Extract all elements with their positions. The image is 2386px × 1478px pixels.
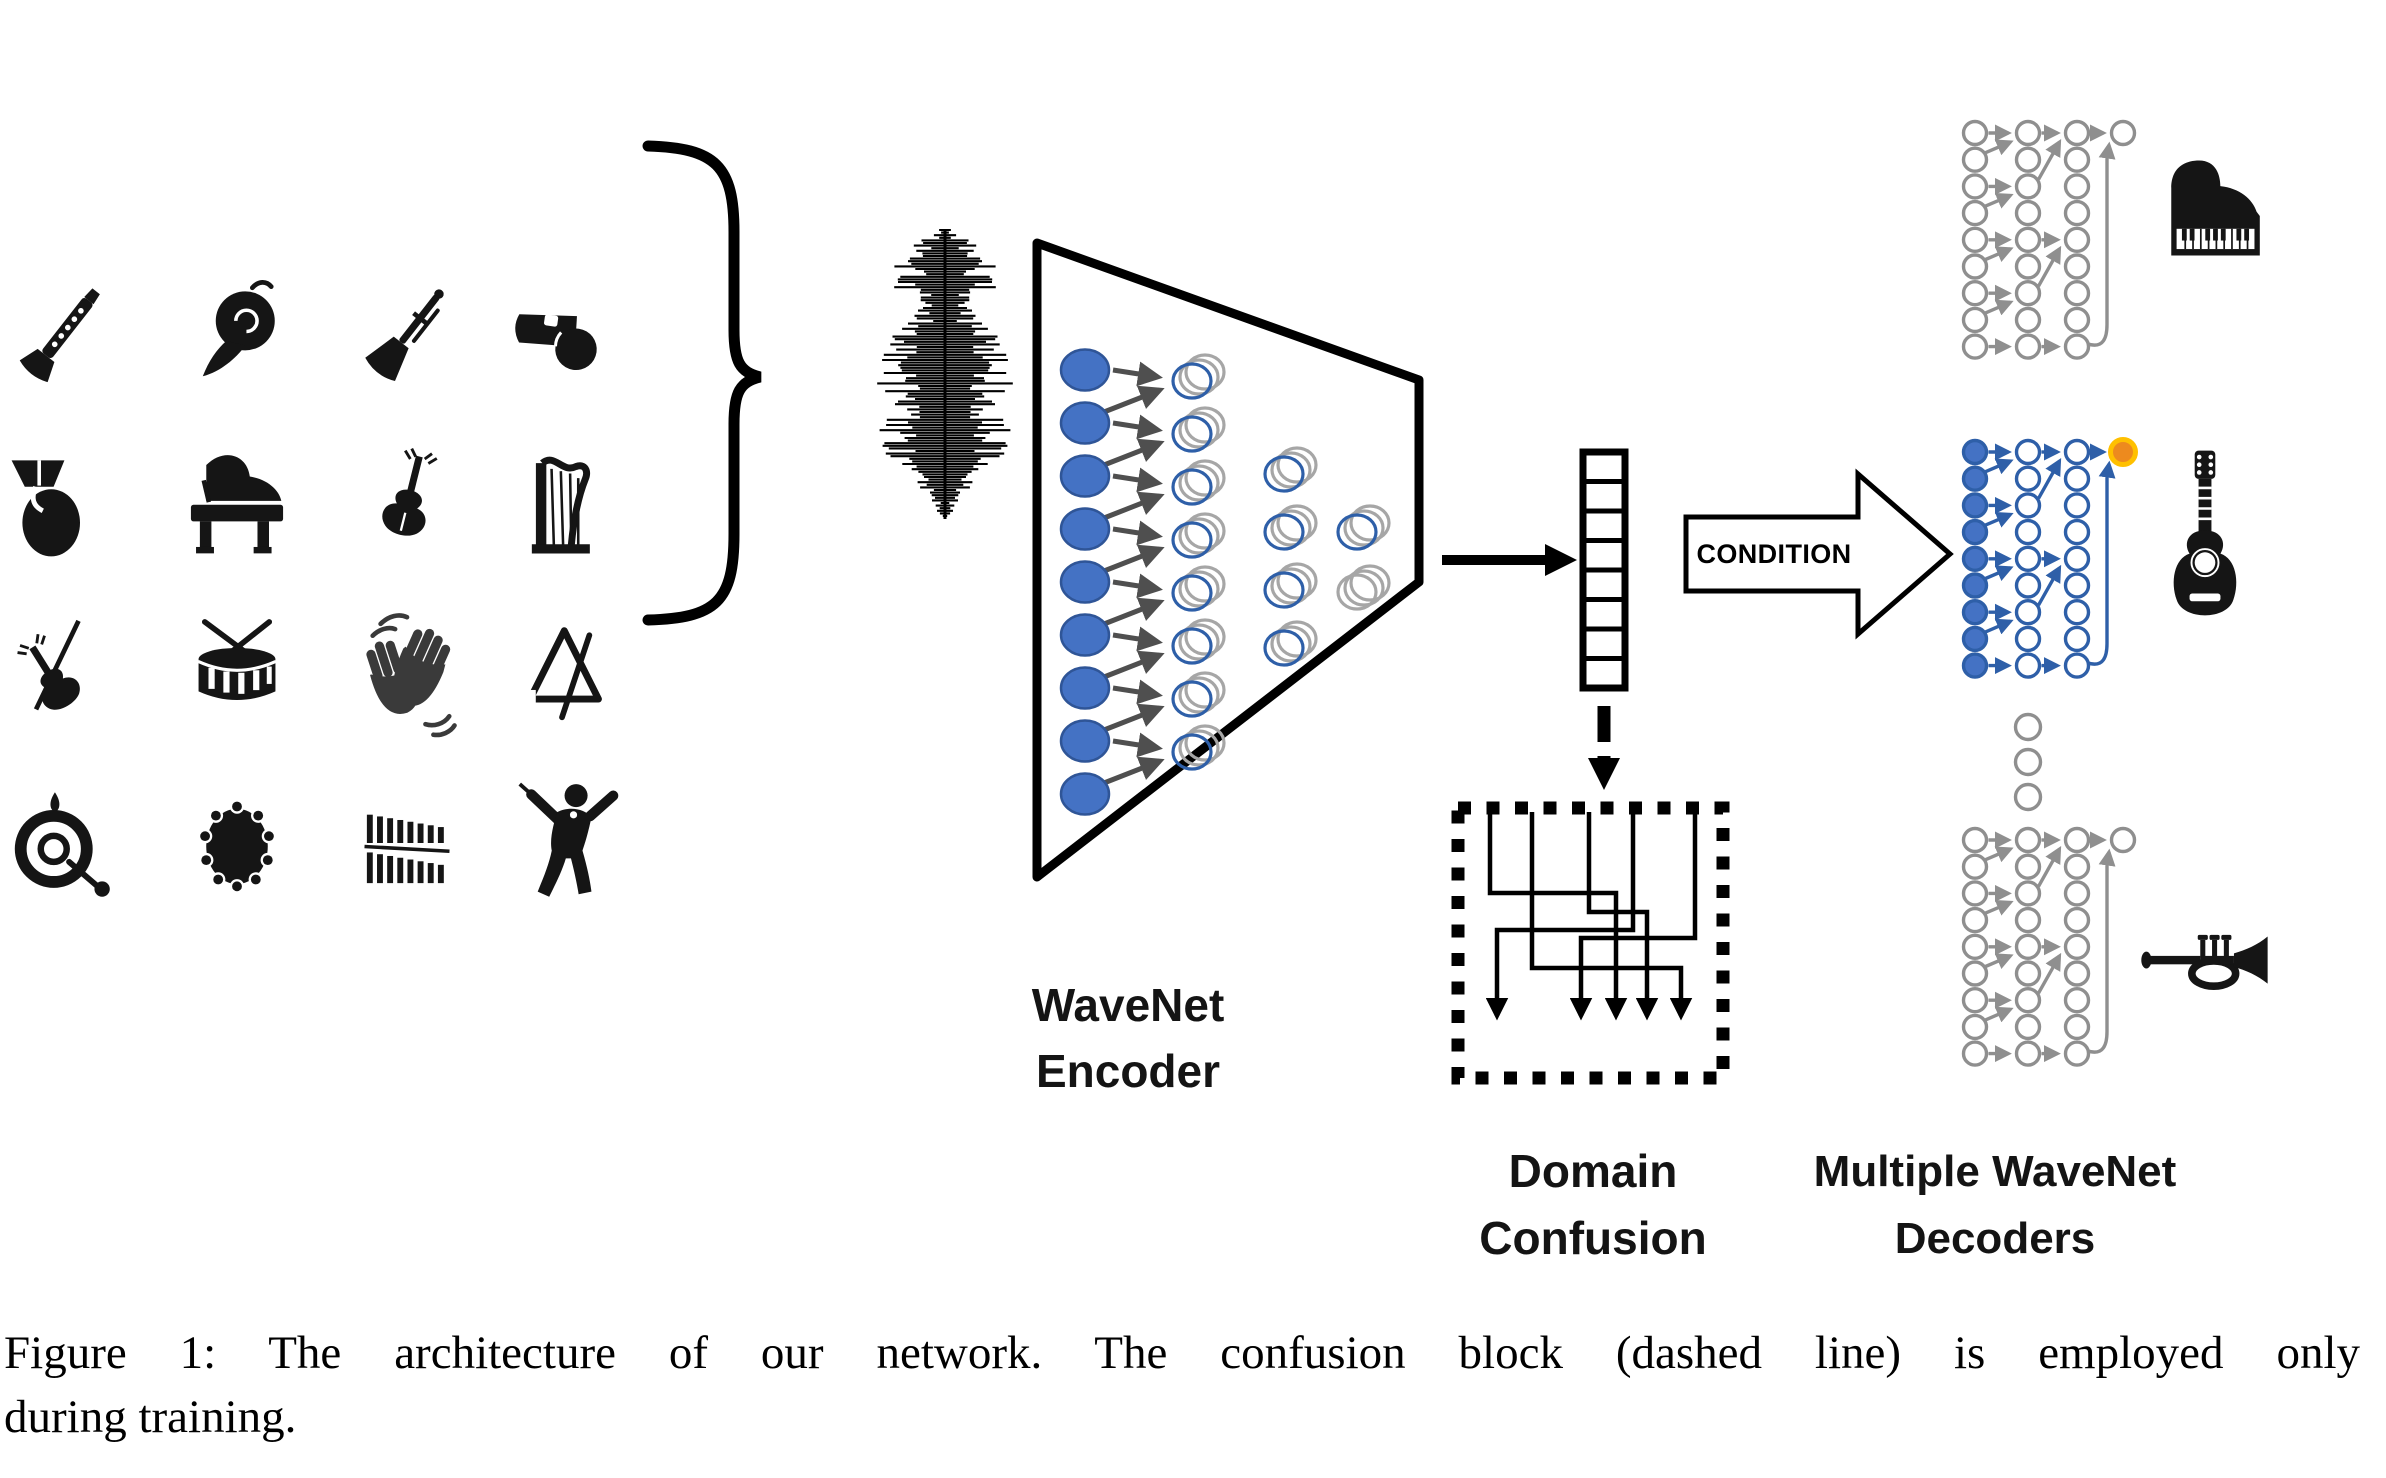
wavenet-decoders — [1961, 119, 2138, 1067]
trumpet-icon — [2141, 935, 2267, 986]
clarinet-icon — [17, 280, 111, 385]
harp-icon — [532, 460, 590, 549]
violin-icon — [377, 448, 444, 542]
figure-caption-line1: Figure 1: The architecture of our networ… — [4, 1327, 2360, 1379]
confusion-label-line2: Confusion — [1479, 1212, 1707, 1264]
curly-brace — [642, 140, 762, 626]
figure-caption-line2: during training. — [4, 1391, 297, 1443]
decoders-label-line1: Multiple WaveNet — [1813, 1147, 2177, 1196]
condition-label: CONDITION — [1696, 539, 1852, 569]
fiddle-icon — [11, 621, 86, 716]
ellipsis-dot — [2013, 747, 2043, 777]
latent-vector — [1579, 448, 1629, 692]
whistle-icon — [508, 306, 603, 375]
gong-icon — [21, 792, 110, 896]
conductor-icon — [520, 784, 613, 897]
instrument-grid — [11, 278, 613, 897]
ellipsis-dots — [2013, 712, 2043, 812]
domain-confusion-block — [1451, 801, 1730, 1085]
encoder-output-arrow — [1442, 544, 1577, 576]
decoders-label: Multiple WaveNet Decoders — [1755, 1138, 2235, 1272]
audio-waveform-icon — [877, 228, 1013, 519]
confusion-label-line1: Domain — [1508, 1145, 1678, 1197]
snare-drum-icon — [199, 622, 276, 700]
french-horn-icon — [203, 282, 275, 376]
tuba-icon — [12, 460, 80, 556]
ellipsis-dot — [2013, 712, 2043, 742]
tambourine-icon — [197, 799, 277, 894]
decoder-guitar — [1961, 437, 2138, 679]
decoder-trumpet — [1961, 826, 2137, 1067]
triangle-icon — [521, 631, 599, 718]
ellipsis-dot — [2013, 782, 2043, 812]
encoder-label-line1: WaveNet — [1031, 979, 1225, 1031]
encoder-label-line2: Encoder — [1035, 1045, 1221, 1097]
trumpet-icon — [362, 278, 457, 385]
encoder-label: WaveNet Encoder — [953, 972, 1303, 1104]
decoders-label-line2: Decoders — [1894, 1214, 2096, 1263]
wavenet-encoder-funnel — [1032, 238, 1424, 882]
clapping-hands-icon — [361, 615, 458, 735]
guitar-icon — [2172, 449, 2238, 617]
piano-icon — [2171, 160, 2260, 256]
confusion-dashed-arrow — [1588, 706, 1620, 790]
domain-confusion-label: Domain Confusion — [1418, 1138, 1768, 1272]
decoder-piano — [1961, 119, 2137, 360]
xylophone-icon — [362, 812, 452, 885]
condition-arrow — [1683, 468, 1954, 640]
grand-piano-icon — [191, 455, 283, 553]
